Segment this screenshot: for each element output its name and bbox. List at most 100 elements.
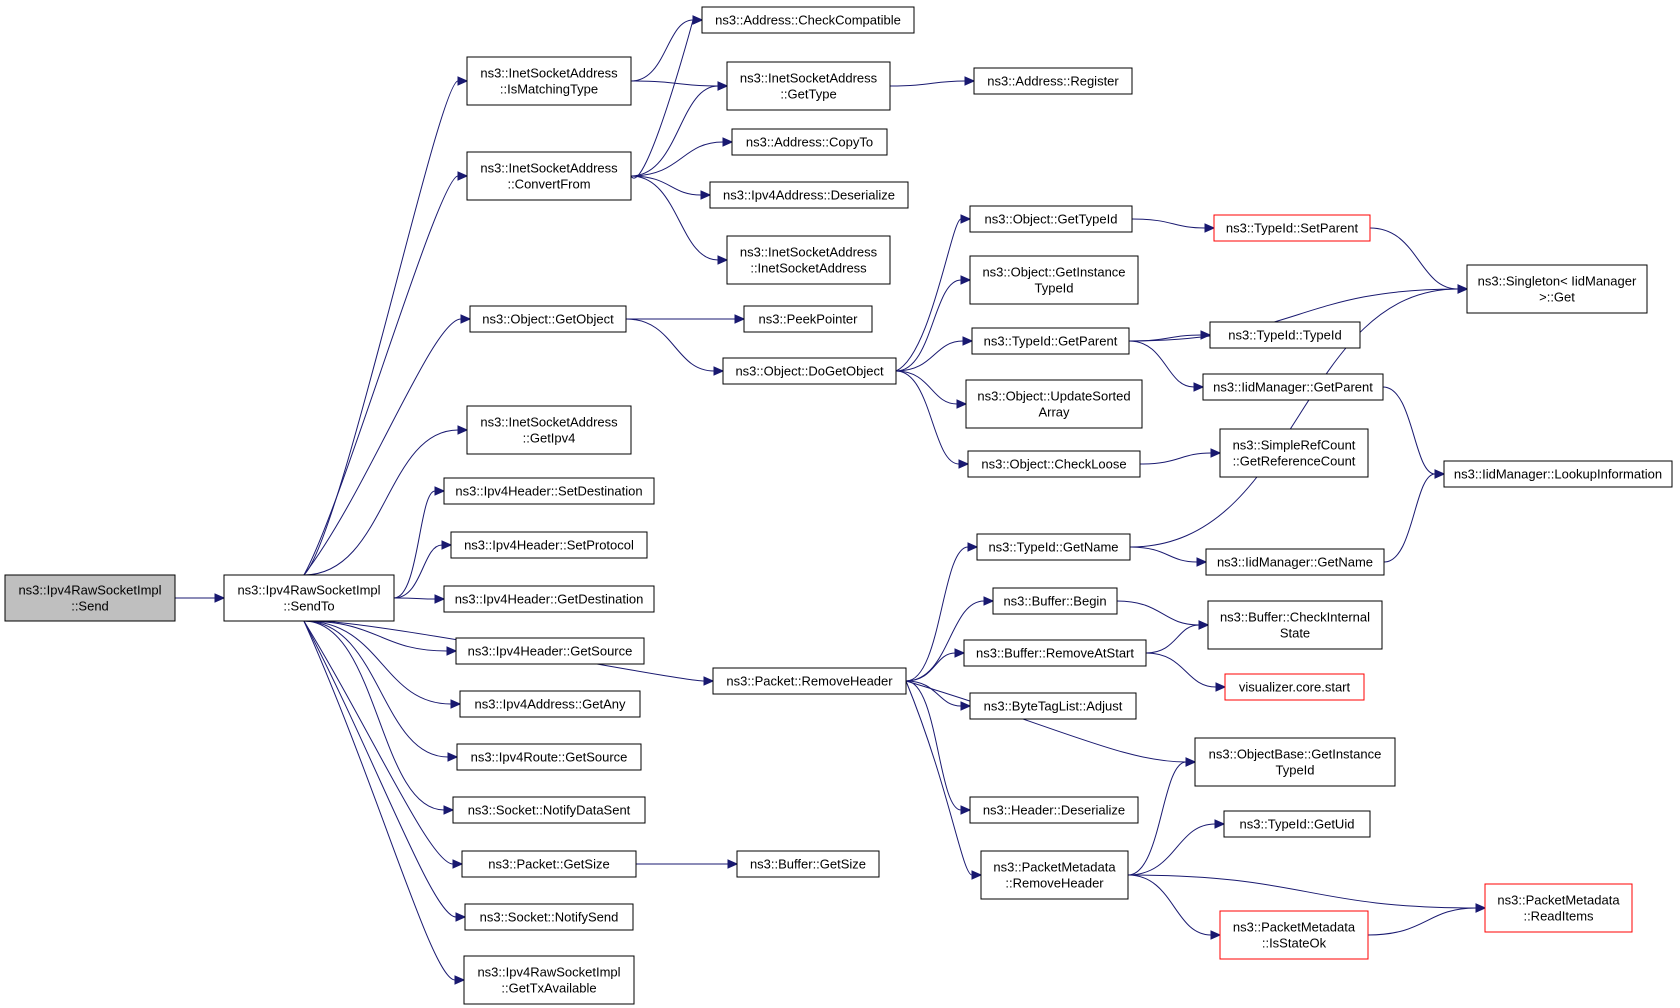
node-singleton[interactable]: ns3::Singleton< IidManager>::Get (1466, 264, 1648, 314)
node-btladjust[interactable]: ns3::ByteTagList::Adjust (969, 692, 1137, 720)
node-label: ::GetType (780, 87, 836, 102)
node-ismatching[interactable]: ns3::InetSocketAddress::IsMatchingType (466, 56, 632, 106)
edge-arrowhead (958, 459, 970, 469)
node-pmisstateok[interactable]: ns3::PacketMetadata::IsStateOk (1219, 910, 1369, 960)
node-notifydatasent[interactable]: ns3::Socket::NotifyDataSent (452, 796, 646, 824)
edge-dogetobject-to-checkloose (895, 370, 970, 469)
node-box (223, 574, 395, 622)
edge-convertfrom-to-checkcompat (630, 15, 704, 179)
node-box (712, 667, 907, 695)
edge-arrowhead (1193, 382, 1205, 392)
node-box (722, 357, 897, 385)
node-gettxavail[interactable]: ns3::Ipv4RawSocketImpl::GetTxAvailable (463, 955, 635, 1005)
edge-arrowhead (452, 859, 464, 869)
edge-arrowhead (960, 701, 972, 711)
node-box (452, 796, 646, 824)
node-vizstart[interactable]: visualizer.core.start (1224, 673, 1365, 701)
node-label: ns3::Buffer::Begin (1003, 594, 1106, 609)
edge-line (1116, 600, 1200, 626)
edge-tidgetname-to-singleton (1129, 284, 1469, 548)
edge-pmremovehdr-to-pmisstateok (1127, 874, 1222, 940)
node-bufbegin[interactable]: ns3::Buffer::Begin (992, 587, 1118, 615)
node-getdest[interactable]: ns3::Ipv4Header::GetDestination (443, 585, 655, 613)
edge-arrowhead (971, 870, 983, 880)
node-label: ns3::Ipv4Header::SetProtocol (464, 538, 634, 553)
node-peekptr[interactable]: ns3::PeekPointer (743, 305, 873, 333)
node-box (466, 405, 632, 455)
node-pmremovehdr[interactable]: ns3::PacketMetadata::RemoveHeader (980, 850, 1129, 900)
node-notifysend[interactable]: ns3::Socket::NotifySend (464, 903, 634, 931)
node-label: ns3::Ipv4Header::GetDestination (455, 592, 644, 607)
node-inetctor[interactable]: ns3::InetSocketAddress::InetSocketAddres… (726, 235, 891, 285)
edge-arrowhead (434, 486, 446, 496)
edge-sendto-to-convertfrom (303, 171, 469, 576)
node-inetgettype[interactable]: ns3::InetSocketAddress::GetType (726, 61, 891, 111)
node-box (1205, 548, 1385, 576)
edge-arrowhead (1210, 930, 1222, 940)
node-getsource[interactable]: ns3::Ipv4Header::GetSource (455, 637, 645, 665)
node-checkcompat[interactable]: ns3::Address::CheckCompatible (701, 6, 915, 34)
node-iidgetparent[interactable]: ns3::IidManager::GetParent (1202, 373, 1384, 401)
edge-sendto-to-getobject (303, 314, 472, 576)
node-getobject[interactable]: ns3::Object::GetObject (469, 305, 627, 333)
edge-line (630, 19, 694, 179)
edge-sendto-to-notifydatasent (303, 620, 455, 815)
edge-arrowhead (700, 190, 712, 200)
node-label: ::GetTxAvailable (501, 981, 596, 996)
node-tidgetparent[interactable]: ns3::TypeId::GetParent (971, 327, 1130, 355)
edge-line (1131, 218, 1206, 229)
node-box (459, 690, 641, 718)
node-sendto[interactable]: ns3::Ipv4RawSocketImpl::SendTo (223, 574, 395, 622)
node-removeheader[interactable]: ns3::Packet::RemoveHeader (712, 667, 907, 695)
node-label: ns3::Address::CheckCompatible (715, 13, 901, 28)
edge-line (1128, 340, 1195, 388)
edge-arrowhead (1185, 757, 1197, 767)
node-label: ns3::Address::CopyTo (746, 135, 873, 150)
node-setproto[interactable]: ns3::Ipv4Header::SetProtocol (450, 531, 648, 559)
edge-line (303, 620, 448, 652)
node-label: ns3::IidManager::GetParent (1213, 380, 1373, 395)
node-label: ns3::Ipv4Route::GetSource (471, 750, 628, 765)
node-label: ns3::Buffer::RemoveAtStart (976, 646, 1134, 661)
node-label: ns3::Packet::RemoveHeader (726, 674, 893, 689)
edge-convertfrom-to-copyto (630, 137, 734, 177)
node-objgettypeid[interactable]: ns3::Object::GetTypeId (969, 205, 1133, 233)
node-tidtypeid[interactable]: ns3::TypeId::TypeId (1209, 321, 1361, 349)
edge-line (625, 318, 715, 372)
node-ipv4deser[interactable]: ns3::Ipv4Address::Deserialize (709, 181, 909, 209)
node-tidgetuid[interactable]: ns3::TypeId::GetUid (1223, 810, 1371, 838)
node-pktgetsize[interactable]: ns3::Packet::GetSize (461, 850, 637, 878)
node-send[interactable]: ns3::Ipv4RawSocketImpl::Send (4, 574, 176, 622)
node-hdrdeser[interactable]: ns3::Header::Deserialize (969, 796, 1139, 824)
node-iidgetname[interactable]: ns3::IidManager::GetName (1205, 548, 1385, 576)
node-setdest[interactable]: ns3::Ipv4Header::SetDestination (443, 477, 655, 505)
node-pmreaditems[interactable]: ns3::PacketMetadata::ReadItems (1484, 883, 1633, 933)
edge-iidgetparent-to-lookupinfo (1382, 386, 1446, 479)
node-copyto[interactable]: ns3::Address::CopyTo (731, 128, 888, 156)
node-getrefcount[interactable]: ns3::SimpleRefCount::GetReferenceCount (1219, 428, 1369, 478)
node-dogetobject[interactable]: ns3::Object::DoGetObject (722, 357, 897, 385)
node-convertfrom[interactable]: ns3::InetSocketAddress::ConvertFrom (466, 151, 632, 201)
node-label: ns3::Ipv4Address::Deserialize (723, 188, 895, 203)
edge-line (393, 597, 436, 600)
node-register[interactable]: ns3::Address::Register (973, 67, 1133, 95)
node-bufgetsize[interactable]: ns3::Buffer::GetSize (736, 850, 880, 878)
edge-sendto-to-ismatching (303, 76, 469, 576)
edge-line (905, 600, 985, 682)
node-routesource[interactable]: ns3::Ipv4Route::GetSource (456, 743, 642, 771)
edge-line (630, 85, 719, 177)
node-getany[interactable]: ns3::Ipv4Address::GetAny (459, 690, 641, 718)
node-removeatstart[interactable]: ns3::Buffer::RemoveAtStart (963, 639, 1147, 667)
node-checkloose[interactable]: ns3::Object::CheckLoose (967, 450, 1141, 478)
node-getipv4[interactable]: ns3::InetSocketAddress::GetIpv4 (466, 405, 632, 455)
edge-line (303, 620, 452, 705)
edge-arrowhead (960, 214, 972, 224)
node-tidgetname[interactable]: ns3::TypeId::GetName (976, 533, 1131, 561)
node-setparent[interactable]: ns3::TypeId::SetParent (1213, 214, 1371, 242)
edge-tidgetparent-to-tidtypeid (1128, 330, 1212, 342)
node-lookupinfo[interactable]: ns3::IidManager::LookupInformation (1443, 460, 1673, 488)
